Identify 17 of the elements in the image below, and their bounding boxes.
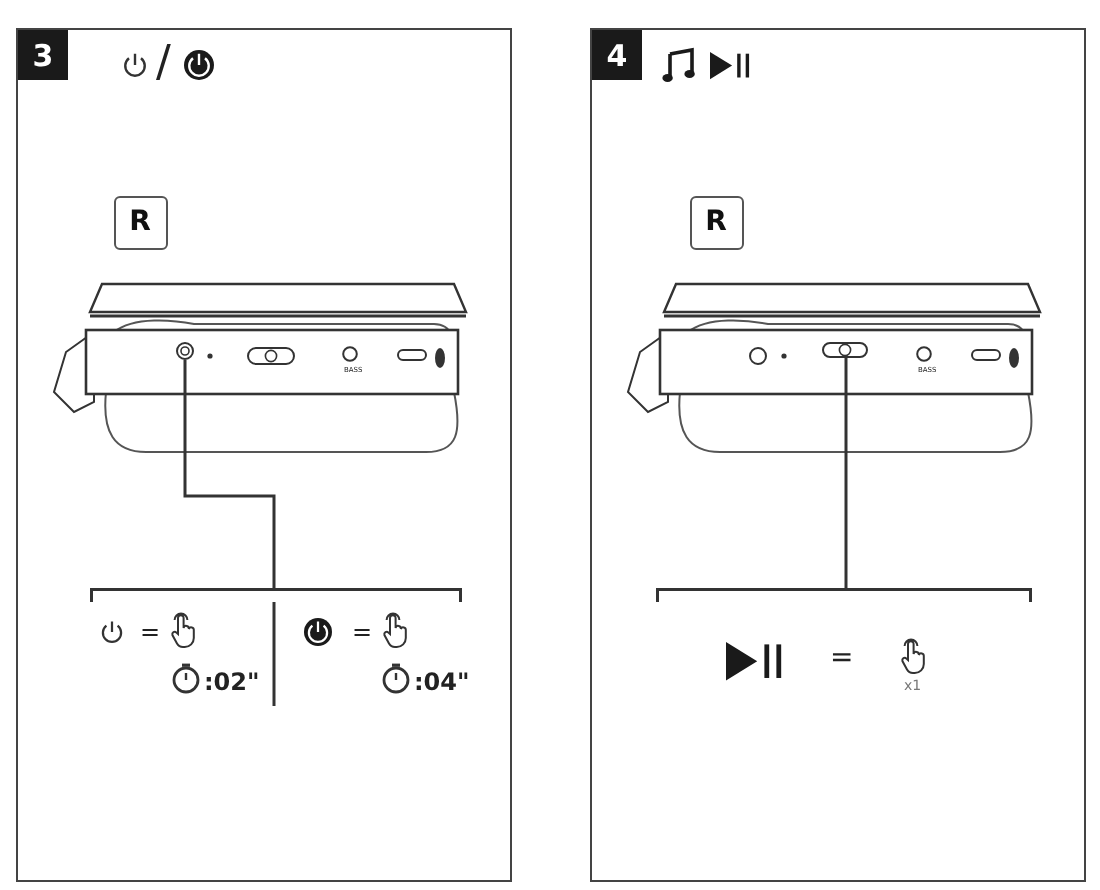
side-badge: R: [113, 195, 167, 249]
step-panel: [590, 28, 1086, 882]
equals-sign: =: [140, 620, 161, 644]
bracket: [655, 587, 1031, 601]
rocker-switch: [822, 341, 868, 357]
step-panel: [16, 28, 512, 882]
leader-line: [183, 360, 276, 588]
slash: /: [156, 42, 171, 86]
equals-sign: =: [352, 620, 373, 644]
leader-line: [844, 358, 848, 588]
bracket: [89, 587, 461, 601]
duration-text: :04": [414, 670, 470, 694]
step-number: 3: [18, 30, 68, 80]
side-badge: R: [689, 195, 743, 249]
step-number: 4: [592, 30, 642, 80]
duration-text: :02": [204, 670, 260, 694]
equals-sign: =: [830, 644, 854, 672]
